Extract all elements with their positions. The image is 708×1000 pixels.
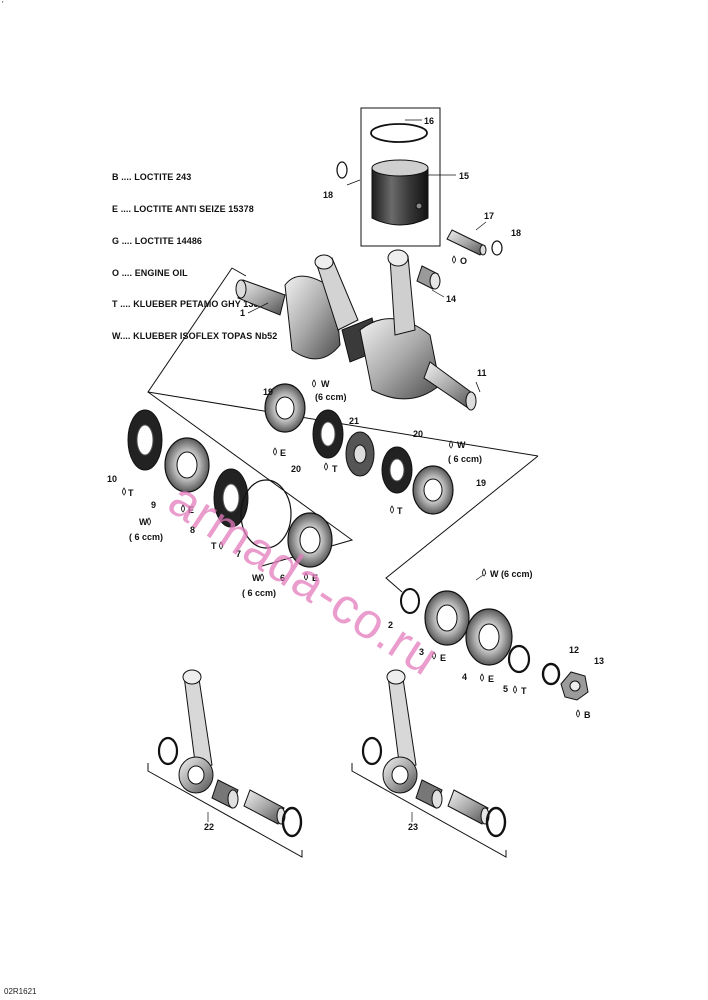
part-label: 20 bbox=[291, 464, 301, 474]
lube-code: E bbox=[188, 505, 194, 515]
circlip bbox=[491, 240, 503, 256]
part-label: 18 bbox=[511, 228, 521, 238]
drop-icon bbox=[181, 504, 185, 513]
part-label: 6 bbox=[280, 573, 285, 583]
part-label: 19 bbox=[263, 387, 273, 397]
volume-note: ( 6 ccm) bbox=[448, 454, 482, 464]
part-label: 4 bbox=[462, 672, 467, 682]
lube-markers: O W (6 ccm) E T W ( 6 ccm) T T W ( 6 ccm… bbox=[122, 255, 591, 720]
lube-code: W bbox=[457, 440, 466, 450]
legend-item: G .... LOCTITE 14486 bbox=[112, 235, 203, 246]
lube-code: T bbox=[211, 541, 217, 551]
lube-code: T bbox=[521, 686, 527, 696]
lubricant-legend: B .... LOCTITE 243 E .... LOCTITE ANTI S… bbox=[112, 151, 277, 363]
part-label: 2 bbox=[388, 620, 393, 630]
connecting-rod-kit-22 bbox=[147, 669, 303, 858]
part-label: 9 bbox=[151, 500, 156, 510]
drop-icon bbox=[432, 651, 436, 660]
bearing-group-lower bbox=[400, 572, 589, 701]
bearing-group-right bbox=[264, 383, 539, 593]
legend-item: E .... LOCTITE ANTI SEIZE 15378 bbox=[112, 203, 254, 214]
lube-code: W bbox=[321, 379, 330, 389]
part-label: 11 bbox=[477, 368, 487, 378]
drop-icon bbox=[219, 541, 223, 550]
lube-code: T bbox=[128, 488, 134, 498]
diagram-code: 02R1621 bbox=[4, 987, 37, 996]
piston-ring bbox=[370, 123, 428, 143]
part-label: 21 bbox=[349, 416, 359, 426]
part-label: 23 bbox=[408, 822, 418, 832]
volume-note: ( 6 ccm) bbox=[129, 532, 163, 542]
lube-code: W bbox=[139, 517, 148, 527]
needle-bearing bbox=[416, 265, 445, 298]
lube-code: O bbox=[460, 256, 467, 266]
legend-item: B .... LOCTITE 243 bbox=[112, 172, 192, 183]
lube-code: E bbox=[280, 448, 286, 458]
part-label: 5 bbox=[503, 684, 508, 694]
part-label: 7 bbox=[236, 549, 241, 559]
legend-item: W.... KLUEBER ISOFLEX TOPAS Nb52 bbox=[112, 331, 278, 342]
bearing-group-left bbox=[127, 391, 354, 568]
lube-code: T bbox=[397, 506, 403, 516]
volume-note: ( 6 ccm) bbox=[242, 588, 276, 598]
part-label: 17 bbox=[484, 211, 494, 221]
lube-code: B bbox=[584, 710, 591, 720]
legend-item: T .... KLUEBER PETAMO GHY 133 bbox=[112, 299, 259, 310]
drop-icon bbox=[260, 573, 264, 582]
lube-code: T bbox=[332, 464, 338, 474]
drop-icon bbox=[273, 447, 277, 456]
part-label: 19 bbox=[476, 478, 486, 488]
drop-icon bbox=[576, 709, 580, 718]
drop-icon bbox=[390, 505, 394, 514]
piston bbox=[371, 159, 429, 226]
drop-icon bbox=[324, 462, 328, 471]
part-label: 10 bbox=[107, 474, 117, 484]
piston-group bbox=[346, 107, 456, 247]
part-label: 18 bbox=[323, 190, 333, 200]
legend-item: O .... ENGINE OIL bbox=[112, 267, 188, 278]
part-label: 12 bbox=[569, 645, 579, 655]
crankshaft-assembly bbox=[147, 249, 539, 457]
drop-icon bbox=[480, 673, 484, 682]
corner-mark: ' bbox=[2, 0, 4, 9]
drop-icon bbox=[312, 379, 316, 388]
part-label: 15 bbox=[459, 171, 469, 181]
lube-code: E bbox=[440, 653, 446, 663]
part-labels: 1 2 3 4 5 6 7 8 9 10 11 12 13 14 15 16 1… bbox=[107, 116, 604, 832]
part-label: 3 bbox=[419, 647, 424, 657]
part-label: 13 bbox=[594, 656, 604, 666]
part-label: 16 bbox=[424, 116, 434, 126]
part-label: 1 bbox=[240, 308, 245, 318]
drop-icon bbox=[147, 517, 151, 526]
volume-note: (6 ccm) bbox=[315, 392, 347, 402]
connecting-rod-kit-23 bbox=[351, 669, 507, 858]
part-label: 20 bbox=[413, 429, 423, 439]
drop-icon bbox=[122, 487, 126, 496]
piston-pin bbox=[446, 221, 487, 256]
lube-code: W bbox=[252, 573, 261, 583]
circlip bbox=[336, 161, 348, 179]
piston-box bbox=[360, 107, 441, 247]
drop-icon bbox=[449, 440, 453, 449]
oil-drop-icon bbox=[452, 255, 456, 264]
drop-icon bbox=[513, 685, 517, 694]
drop-icon bbox=[482, 568, 486, 577]
volume-note-side: W (6 ccm) bbox=[490, 569, 533, 579]
part-label: 14 bbox=[446, 294, 456, 304]
drop-icon bbox=[304, 572, 308, 581]
part-label: 22 bbox=[204, 822, 214, 832]
lube-code: E bbox=[488, 674, 494, 684]
lube-code: E bbox=[312, 573, 318, 583]
part-label: 8 bbox=[190, 525, 195, 535]
